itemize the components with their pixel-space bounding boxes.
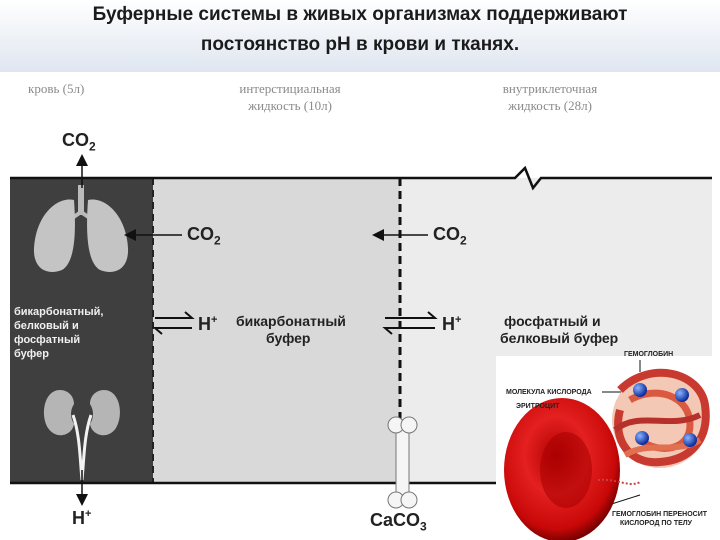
erythrocyte-icon [504, 398, 641, 540]
slide-title-line-1: Буферные системы в живых организмах подд… [92, 4, 628, 25]
slide-title-line-2: постоянство рН в крови и тканях. [200, 34, 520, 55]
hemoglobin-label: ГЕМОГЛОБИН [624, 351, 674, 358]
header-interstitial-1: интерстициальная [239, 81, 341, 96]
bone-icon [387, 416, 418, 509]
co2-intracellular-label: CO2 [433, 224, 467, 248]
oxygen-molecule-label: МОЛЕКУЛА КИСЛОРОДА [506, 389, 592, 396]
erythrocyte-label: ЭРИТРОЦИТ [516, 403, 560, 410]
interstitial-compartment [153, 178, 400, 483]
hemoglobin-carries-label-2: КИСЛОРОД ПО ТЕЛУ [620, 520, 693, 527]
lungs-icon [33, 185, 129, 272]
equilibrium-arrow-blood [152, 311, 195, 335]
header-intracellular-2: жидкость (28л) [508, 98, 592, 113]
blood-compartment [10, 178, 153, 483]
co2-top-label: CO2 [62, 130, 96, 154]
blood-buffers-label: бикарбонатный, белковый и фосфатный буфе… [14, 306, 104, 360]
co2-interstitial-label: CO2 [187, 224, 221, 248]
intracellular-buffer-label: фосфатный и белковый буфер [500, 313, 619, 346]
h-excreted-label: H+ [72, 508, 92, 528]
hemoglobin-carries-label-1: ГЕМОГЛОБИН ПЕРЕНОСИТ [612, 511, 708, 518]
h-intracellular-label: H+ [442, 314, 462, 334]
header-blood: кровь (5л) [28, 81, 85, 96]
header-intracellular-1: внутриклеточная [502, 81, 598, 96]
title-band [0, 0, 720, 72]
interstitial-buffer-label: бикарбонатный буфер [236, 313, 346, 346]
equilibrium-arrow-interstitial [382, 311, 438, 335]
hemoglobin-molecule-icon [612, 368, 710, 468]
compartment-top-border [10, 165, 712, 191]
header-interstitial-2: жидкость (10л) [248, 98, 332, 113]
caco3-label: CaCO3 [370, 510, 427, 534]
h-interstitial-label: H+ [198, 314, 218, 334]
